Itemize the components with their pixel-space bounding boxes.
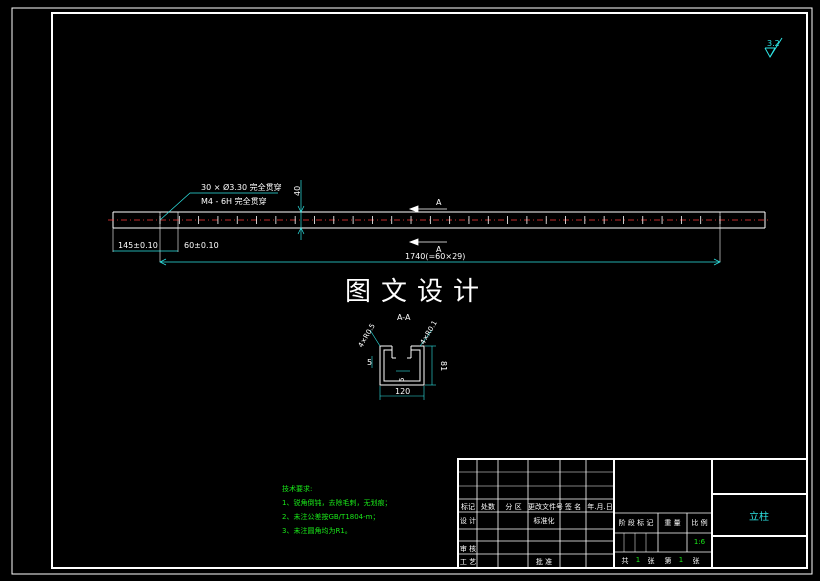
tb-stage-label: 阶 段 标 记 [618,519,654,527]
hole-row [159,216,721,224]
height-dimension [297,180,305,240]
tb-total-sheets: 1 [635,556,641,564]
title-block-grid [457,458,808,569]
offset-dim-label: 145±0.10 [118,241,158,250]
roughness-symbol [764,37,783,59]
tech-note-item: 3、未注圆角均为R1。 [282,527,352,535]
section-marker-bottom: A [436,245,442,254]
drawing-border [51,12,808,569]
hole-leader [159,192,278,221]
tech-note-item: 2、未注公差按GB/T1804-m； [282,513,380,521]
technical-notes: 技术要求: 1、锐角倒钝，去除毛刺，无划痕； 2、未注公差按GB/T1804-m… [282,482,452,538]
tb-date-label: 年.月.日 [587,503,613,511]
tb-mark-label: 标记 [461,503,475,511]
wall-dim-label: 5 [398,378,406,382]
tb-weight-label: 重 量 [664,519,681,527]
tb-design-label: 设 计 [459,517,477,525]
tb-page-label: 第 [664,557,672,565]
tb-part-name: 立柱 [749,512,769,523]
tech-note-item: 1、锐角倒钝，去除毛刺，无划痕； [282,499,392,507]
hole-note-line2: M4 - 6H 完全贯穿 [201,196,267,206]
roughness-value: 3.2 [767,39,780,48]
radius-right-label: 4×R0.1 [419,319,439,346]
section-view [379,345,425,386]
tb-sign-label: 签 名 [564,503,582,511]
outer-frame [11,7,813,575]
height-dim-label: 40 [293,186,302,196]
radius-left-label: 4×R0.5 [357,322,377,349]
watermark: 图文设计 [322,270,512,314]
tb-total-label: 共 [621,557,629,565]
section-dims [369,329,436,400]
tb-sheet-label-2: 张 [692,557,700,565]
total-dimension [159,258,721,266]
hole-note-line1: 30 × Ø3.30 完全贯穿 [201,182,282,192]
flange-dim-label: 5 [367,358,372,367]
tb-zone-label: 分 区 [505,503,522,511]
tb-approve-label: 批 准 [535,558,553,566]
tb-review-label: 审 核 [459,545,477,553]
section-title: A-A [397,313,411,322]
total-dim-label: 1740(=60×29) [405,252,465,261]
tb-count-label: 处数 [481,503,495,511]
section-marker-top: A [436,198,442,207]
tb-docno-label: 更改文件号 [528,503,563,511]
tb-sheet-no: 1 [678,556,684,564]
tech-notes-title: 技术要求: [282,485,313,493]
tb-scale-label: 比 例 [691,519,708,527]
tb-sheet-label: 张 [647,557,655,565]
tb-standardize-label: 标准化 [533,517,555,525]
section-height-label: 81 [439,361,448,371]
tb-process-label: 工 艺 [459,558,477,566]
tb-scale-value: 1:6 [693,538,706,546]
section-arrows [408,205,447,246]
section-width-label: 120 [395,387,410,396]
pitch-dim-label: 60±0.10 [184,241,219,250]
